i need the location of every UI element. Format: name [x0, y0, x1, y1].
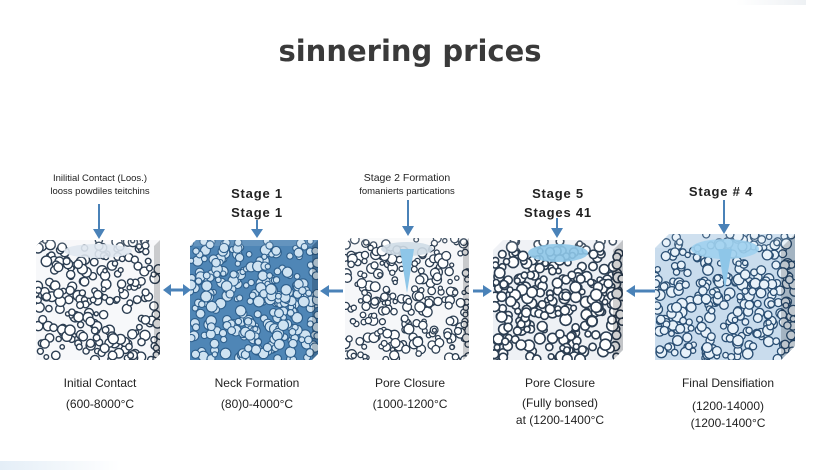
caption-name: Final Densifiation: [681, 376, 775, 390]
cube-neck-formation: [190, 240, 318, 360]
page-title: sinnering prices: [278, 34, 542, 68]
caption-2: Neck Formation (80)0-4000°C: [186, 375, 328, 413]
col1-top-line2: looss powdiles teitchins: [50, 186, 150, 197]
cube-final-densification: [655, 234, 795, 360]
col2-top-line2: Stage 1: [231, 205, 283, 220]
caption-detail: (1200-14000): [691, 399, 765, 413]
col2-top-label: Stage 1 Stage 1: [196, 184, 318, 222]
double-arrow-icon: [163, 284, 191, 296]
caption-4: Pore Closure (Fully bonsed) at (1200-140…: [490, 375, 630, 429]
col4-top-line2: Stages 41: [524, 205, 592, 220]
caption-temperature: (600-8000°C: [65, 397, 135, 411]
down-arrow-icon: [718, 200, 730, 234]
col3-top-line2: fomanierts partications: [359, 186, 455, 197]
down-arrow-icon: [251, 220, 263, 238]
down-arrow-icon: [402, 200, 414, 236]
col2-top-line1: Stage 1: [231, 186, 283, 201]
corner-decoration: [736, 0, 806, 5]
col4-top-label: Stage 5 Stages 41: [497, 184, 619, 222]
col5-top-line1: Stage # 4: [688, 184, 754, 199]
caption-temperature: at (1200-1400°C: [515, 413, 605, 427]
right-arrow-icon: [473, 285, 492, 297]
col3-top-line1: Stage 2 Formation: [363, 172, 451, 184]
col4-top-line1: Stage 5: [532, 186, 584, 201]
cube-pore-closure-bonded: [493, 240, 623, 360]
col1-top-line1: Inilitial Contact (Loos.): [53, 173, 147, 184]
cube-pore-closure: [345, 238, 469, 360]
caption-name: Pore Closure: [374, 376, 446, 390]
bottom-band-decoration: [0, 461, 120, 470]
caption-5: Final Densifiation (1200-14000) (1200-14…: [658, 375, 798, 432]
left-arrow-icon: [320, 285, 343, 297]
caption-name: Pore Closure: [524, 376, 596, 390]
caption-name: Initial Contact: [63, 376, 137, 390]
col3-top-label: Stage 2 Formation fomanierts partication…: [340, 172, 474, 198]
caption-1: Initial Contact (600-8000°C: [30, 375, 170, 413]
caption-temperature: (1000-1200°C: [372, 397, 448, 411]
caption-name: Neck Formation: [214, 376, 300, 390]
down-arrow-icon: [93, 204, 105, 239]
col1-top-label: Inilitial Contact (Loos.) looss powdiles…: [30, 172, 170, 198]
cube-initial-contact: [36, 240, 160, 360]
down-arrow-icon: [551, 218, 563, 238]
caption-temperature: (80)0-4000°C: [220, 397, 294, 411]
caption-3: Pore Closure (1000-1200°C: [340, 375, 480, 413]
left-arrow-icon: [626, 285, 655, 297]
col5-top-label: Stage # 4: [660, 182, 782, 201]
caption-temperature: (1200-1400°C: [690, 416, 766, 430]
caption-detail: (Fully bonsed): [521, 396, 599, 410]
